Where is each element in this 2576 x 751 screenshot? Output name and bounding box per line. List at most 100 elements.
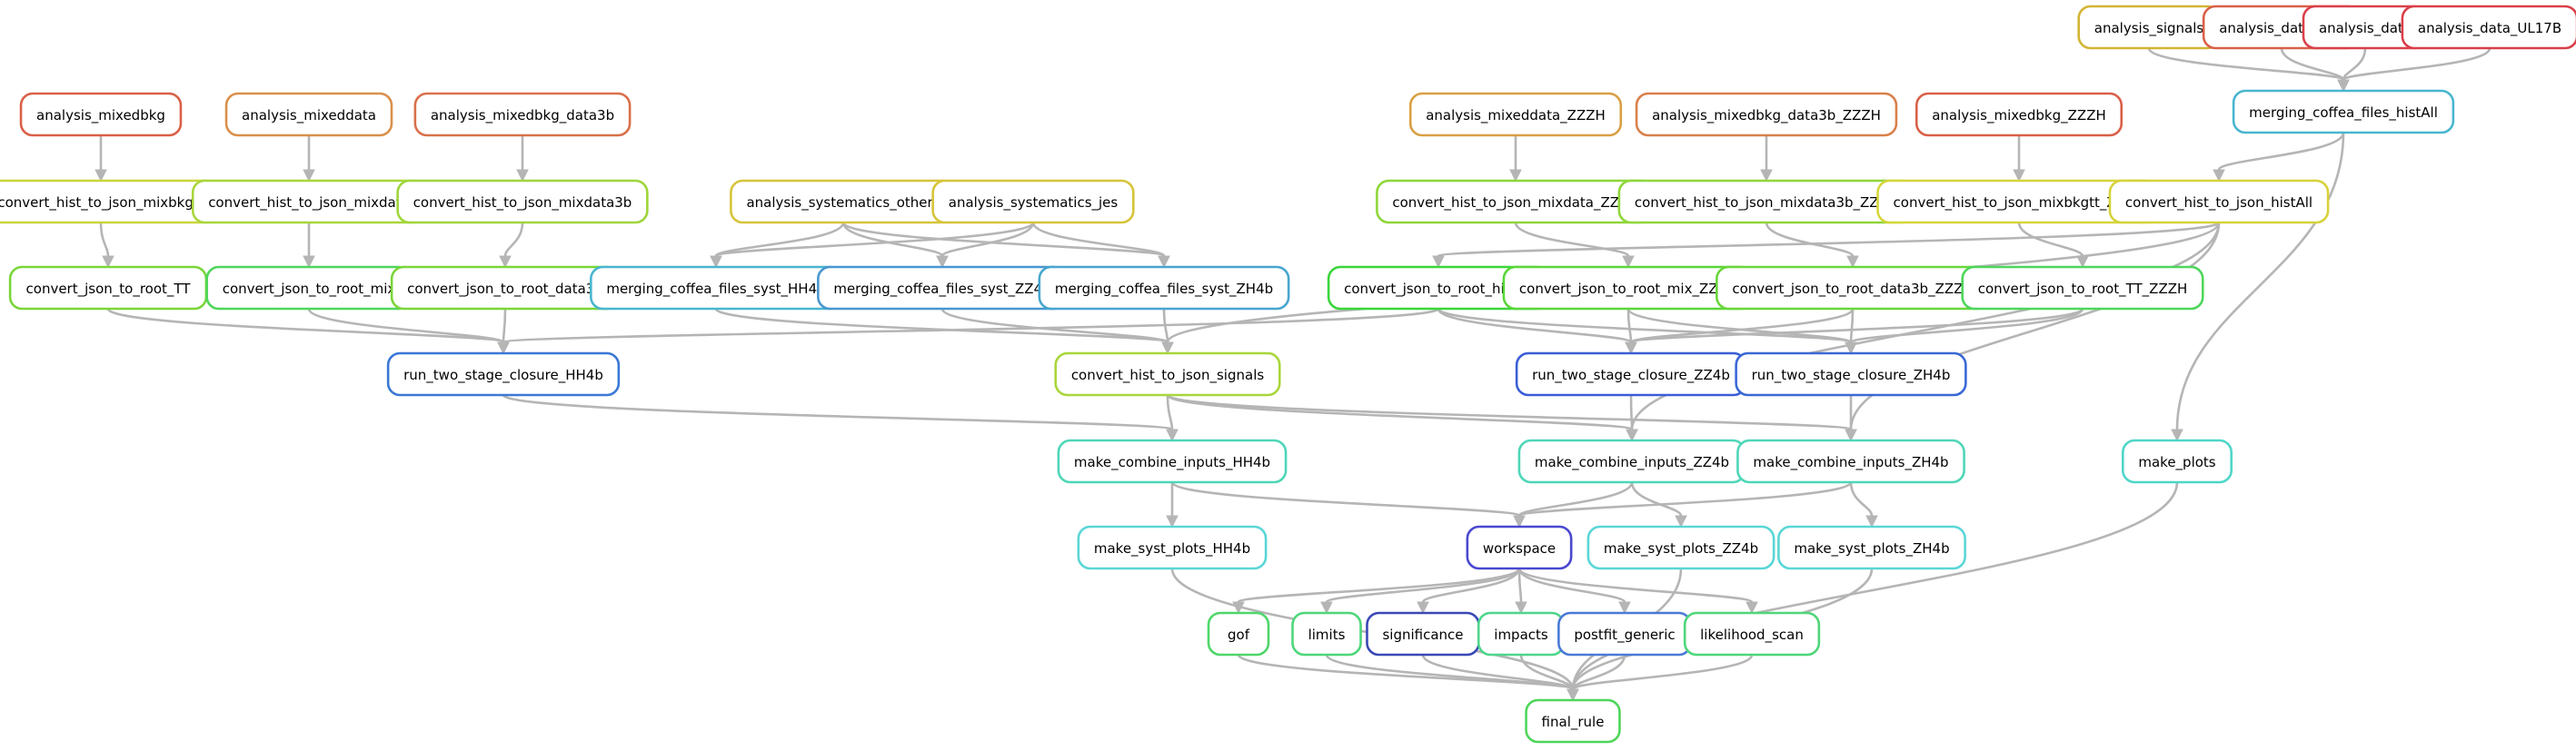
edge-line (99, 222, 110, 257)
node-box (2401, 5, 2576, 50)
edge-convert-hist-to-json-mixdata-ZZZH-to-convert-json-to-root-mix-ZZZH (1514, 222, 1635, 269)
edge-analysis-mixeddata-ZZZH-to-convert-hist-to-json-mixdata-ZZZH (1509, 134, 1522, 183)
edge-merging-coffea-files-histAll-to-make-plots (2171, 132, 2345, 442)
node-label: convert_hist_to_json_mixdata3b_ZZZH (1635, 194, 1898, 212)
edge-convert-json-to-root-TT-to-run-two-stage-closure-HH4b (106, 307, 510, 355)
edge-arrowhead (1675, 515, 1687, 529)
node-box (396, 179, 649, 224)
edge-analysis-mixedbkg-data3b-ZZZH-to-convert-hist-to-json-mixdata3b-ZZZH (1760, 135, 1773, 183)
edge-line (714, 307, 1169, 344)
edge-line (1437, 308, 1633, 344)
edge-arrowhead (1622, 255, 1635, 269)
edge-workspace-to-limits (1320, 568, 1521, 615)
node-make-combine-inputs-HH4b: make_combine_inputs_HH4b (1057, 439, 1288, 484)
edge-analysis-data-UL17B-to-merging-coffea-files-histAll (2337, 47, 2491, 93)
edge-merging-coffea-files-syst-ZH4b-to-convert-hist-to-json-signals (1161, 308, 1174, 355)
node-merging-coffea-files-syst-HH4b: merging_coffea_files_syst_HH4b (590, 265, 842, 311)
edge-convert-hist-to-json-histAll-to-convert-json-to-root-histall (1432, 221, 2221, 269)
edge-line (1571, 654, 1754, 691)
edge-run-two-stage-closure-HH4b-to-make-combine-inputs-HH4b (502, 393, 1179, 442)
node-label: analysis_mixedbkg_ZZZH (1932, 107, 2106, 124)
node-limits: limits (1291, 611, 1362, 657)
node-convert-hist-to-json-mixbkgtt-ZZZH: convert_hist_to_json_mixbkgtt_ZZZH (1876, 179, 2162, 224)
node-label: convert_json_to_root_data3b_ZZZH (1732, 281, 1973, 298)
edge-make-combine-inputs-ZZ4b-to-workspace (1513, 481, 1634, 529)
edge-convert-hist-to-json-mixbkgtt-to-convert-json-to-root-TT (99, 222, 114, 269)
node-analysis-mixedbkg-ZZZH: analysis_mixedbkg_ZZZH (1915, 92, 2123, 137)
edge-arrowhead (1417, 601, 1429, 615)
edge-arrowhead (94, 169, 107, 183)
edge-analysis-systematics-others-to-merging-coffea-files-syst-HH4b (710, 222, 845, 269)
node-box (1736, 439, 1965, 484)
edge-arrowhead (303, 169, 315, 183)
node-label: gof (1228, 627, 1250, 643)
node-label: workspace (1483, 540, 1556, 557)
edge-arrowhead (1320, 601, 1333, 615)
edge-convert-hist-to-json-histAll-to-make-combine-inputs-ZH4b (1845, 222, 2221, 442)
edge-line (2217, 132, 2345, 172)
edge-analysis-mixeddata-to-convert-hist-to-json-mixdata (303, 135, 315, 183)
node-make-combine-inputs-ZZ4b: make_combine_inputs_ZZ4b (1517, 439, 1746, 484)
edge-arrowhead (1566, 688, 1579, 702)
edge-line (1517, 481, 1634, 518)
edge-analysis-mixedbkg-to-convert-hist-to-json-mixbkgtt (94, 135, 107, 183)
edge-line (2342, 47, 2491, 82)
node-label: convert_json_to_root_mix_ZZZH (1519, 281, 1737, 298)
edge-line (1031, 222, 1166, 258)
node-box (1915, 92, 2123, 137)
node-box (1077, 525, 1268, 570)
node-analysis-mixedbkg-data3b: analysis_mixedbkg_data3b (413, 92, 632, 137)
edge-workspace-to-likelihood-scan (1517, 568, 1758, 615)
node-convert-json-to-root-data3b-ZZZH: convert_json_to_root_data3b_ZZZH (1716, 265, 1990, 311)
edge-line (1166, 393, 1634, 431)
edge-line (1437, 307, 1853, 344)
node-label: analysis_mixeddata (242, 107, 376, 124)
node-label: make_combine_inputs_HH4b (1074, 454, 1270, 471)
node-label: run_two_stage_closure_ZZ4b (1532, 367, 1730, 384)
node-merging-coffea-files-histAll: merging_coffea_files_histAll (2232, 89, 2455, 134)
edge-line (1421, 568, 1521, 604)
node-box (2232, 89, 2455, 134)
edge-line (307, 308, 505, 344)
node-box (413, 92, 632, 137)
edge-arrowhead (1166, 515, 1179, 529)
node-label: convert_json_to_root_TT (26, 281, 192, 298)
node-analysis-signals: analysis_signals (2077, 5, 2221, 50)
node-convert-hist-to-json-histAll: convert_hist_to_json_histAll (2108, 179, 2330, 224)
node-label: convert_hist_to_json_histAll (2125, 194, 2312, 212)
edge-workspace-to-significance (1417, 568, 1521, 615)
node-label: convert_json_to_root_data3b (407, 281, 603, 298)
node-convert-hist-to-json-mixdata-ZZZH: convert_hist_to_json_mixdata_ZZZH (1376, 179, 1656, 224)
edge-arrowhead (1618, 601, 1631, 615)
node-label: run_two_stage_closure_ZH4b (1752, 367, 1951, 384)
node-label: make_syst_plots_HH4b (1094, 540, 1250, 558)
edge-merging-coffea-files-histAll-to-convert-hist-to-json-histAll (2213, 132, 2345, 183)
edge-arrowhead (497, 341, 510, 355)
node-label: convert_hist_to_json_mixbkgtt_ZZZH (1894, 194, 2145, 212)
node-make-syst-plots-HH4b: make_syst_plots_HH4b (1077, 525, 1268, 570)
node-label: convert_hist_to_json_mixdata3b (413, 194, 632, 212)
edge-line (2017, 222, 2084, 257)
node-box (1586, 525, 1775, 570)
edge-line (503, 222, 524, 257)
node-box (1466, 525, 1573, 570)
edge-line (1517, 480, 1853, 518)
node-label: analysis_signals (2094, 20, 2204, 37)
edge-arrowhead (1845, 341, 1857, 355)
edge-analysis-databkgs-to-merging-coffea-files-histAll (2280, 47, 2350, 93)
node-analysis-systematics-jes: analysis_systematics_jes (931, 179, 1135, 224)
edge-arrowhead (1515, 601, 1527, 615)
edge-convert-hist-to-json-signals-to-make-combine-inputs-HH4b (1166, 394, 1179, 442)
node-box (931, 179, 1135, 224)
edge-arrowhead (1845, 429, 1857, 442)
edge-arrowhead (516, 169, 529, 183)
edge-arrowhead (2171, 429, 2183, 442)
edge-convert-json-to-root-histall-to-run-two-stage-closure-ZZ4b (1437, 308, 1637, 355)
edge-convert-json-to-root-histall-to-run-two-stage-closure-HH4b (497, 307, 1440, 355)
node-gof: gof (1207, 611, 1270, 657)
edge-arrowhead (710, 255, 722, 269)
edge-line (1514, 222, 1630, 258)
node-label: make_combine_inputs_ZZ4b (1535, 454, 1729, 471)
node-convert-json-to-root-TT: convert_json_to_root_TT (8, 265, 208, 311)
